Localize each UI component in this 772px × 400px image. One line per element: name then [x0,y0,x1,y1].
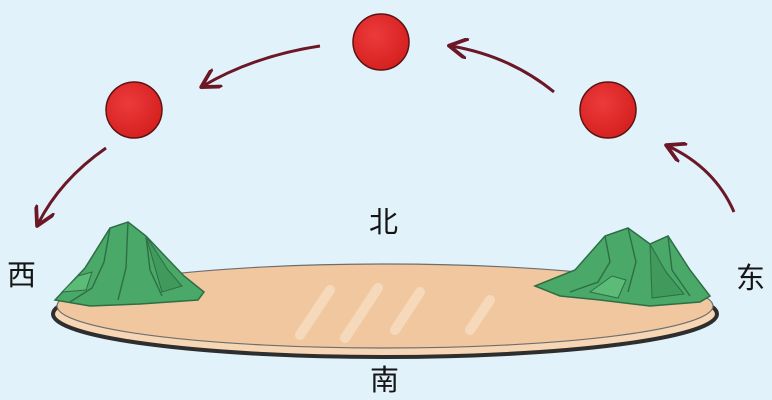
direction-north: 北 [369,208,398,237]
sun-east [580,82,636,138]
arrow-noon-to-west [203,46,320,86]
arrow-east-to-noon [451,46,554,92]
east-mountains [535,228,710,306]
direction-east: 东 [736,264,765,293]
arrow-rise [668,146,734,212]
direction-south: 南 [370,366,399,395]
sun-noon [353,14,409,70]
west-mountains [55,222,204,306]
arrow-set [38,148,106,224]
sun-west [106,82,162,138]
direction-west: 西 [7,261,36,290]
